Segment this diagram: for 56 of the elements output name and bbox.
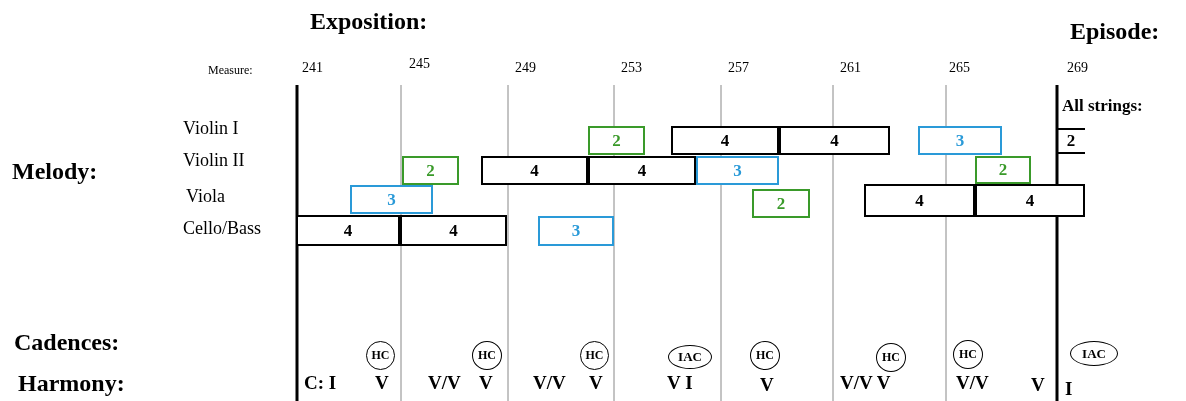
phrase-box: 3 bbox=[696, 156, 779, 185]
section-heading: Episode: bbox=[1070, 18, 1160, 45]
measure-number: 257 bbox=[728, 60, 749, 76]
chord-label: V/V V bbox=[840, 372, 891, 394]
measure-number: 261 bbox=[840, 60, 861, 76]
measure-number: 241 bbox=[302, 60, 323, 76]
measure-number: 253 bbox=[621, 60, 642, 76]
phrase-box: 2 bbox=[752, 189, 810, 218]
phrase-box: 3 bbox=[350, 185, 433, 214]
cadence-circle: IAC bbox=[1070, 341, 1118, 366]
instrument-label: Violin II bbox=[183, 150, 245, 171]
chord-label: V/V bbox=[956, 372, 989, 394]
row-heading: Melody: bbox=[12, 158, 98, 185]
instrument-label: Cello/Bass bbox=[183, 218, 261, 239]
row-heading: Harmony: bbox=[18, 370, 125, 397]
phrase-box: 4 bbox=[671, 126, 779, 155]
cadence-circle: HC bbox=[876, 343, 906, 372]
cadence-circle: HC bbox=[472, 341, 502, 370]
phrase-bracket: 2 bbox=[1057, 128, 1085, 154]
measure-number: 249 bbox=[515, 60, 536, 76]
phrase-box: 4 bbox=[588, 156, 696, 185]
phrase-box: 4 bbox=[481, 156, 588, 185]
cadence-circle: HC bbox=[580, 341, 609, 370]
phrase-box: 4 bbox=[400, 215, 507, 246]
phrase-box: 2 bbox=[588, 126, 645, 155]
cadence-circle: HC bbox=[750, 341, 780, 370]
chord-label: V/V bbox=[428, 372, 461, 394]
measure-number: 265 bbox=[949, 60, 970, 76]
chord-label: I bbox=[1065, 378, 1073, 400]
section-label: All strings: bbox=[1062, 96, 1143, 116]
phrase-box: 2 bbox=[975, 156, 1031, 184]
chord-label: V bbox=[589, 372, 603, 394]
measure-number: 269 bbox=[1067, 60, 1088, 76]
axis-label: Measure: bbox=[208, 63, 253, 78]
chord-label: V bbox=[1031, 374, 1045, 396]
cadence-circle: HC bbox=[953, 340, 983, 369]
instrument-label: Violin I bbox=[183, 118, 239, 139]
chord-label: V/V bbox=[533, 372, 566, 394]
row-heading: Cadences: bbox=[14, 329, 120, 356]
phrase-box: 4 bbox=[779, 126, 890, 155]
cadence-circle: HC bbox=[366, 341, 395, 370]
phrase-box: 3 bbox=[538, 216, 614, 246]
measure-number: 245 bbox=[409, 56, 430, 72]
instrument-label: Viola bbox=[186, 186, 225, 207]
cadence-circle: IAC bbox=[668, 345, 712, 369]
chord-label: V I bbox=[667, 372, 693, 394]
phrase-box: 4 bbox=[296, 215, 400, 246]
chord-label: V bbox=[479, 372, 493, 394]
phrase-box: 4 bbox=[975, 184, 1085, 217]
phrase-box: 4 bbox=[864, 184, 975, 217]
chord-label: V bbox=[375, 372, 389, 394]
chord-label: V bbox=[760, 374, 774, 396]
chord-label: C: I bbox=[304, 372, 337, 394]
phrase-box: 2 bbox=[402, 156, 459, 185]
section-heading: Exposition: bbox=[310, 8, 428, 35]
phrase-box: 3 bbox=[918, 126, 1002, 155]
